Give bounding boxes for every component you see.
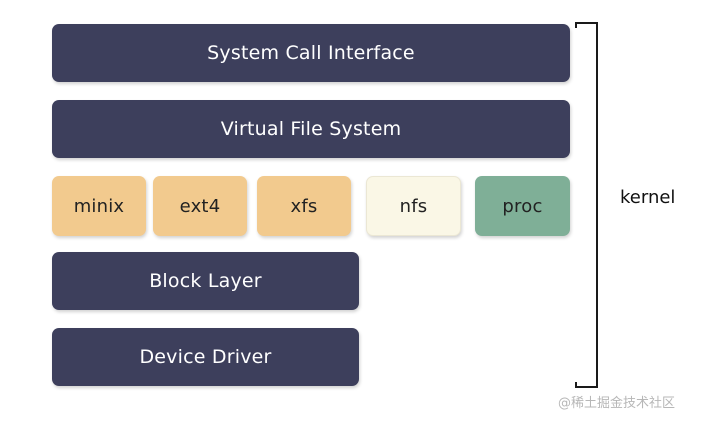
filesystem-label: xfs xyxy=(290,195,318,217)
filesystem-label: minix xyxy=(73,195,125,217)
virtual-file-system-layer: Virtual File System xyxy=(52,100,570,158)
filesystem-ext4: ext4 xyxy=(153,176,247,236)
kernel-bracket xyxy=(575,22,598,388)
filesystem-minix: minix xyxy=(52,176,146,236)
device-driver-layer: Device Driver xyxy=(52,328,359,386)
filesystem-label: proc xyxy=(502,195,543,217)
kernel-label: kernel xyxy=(620,187,676,208)
watermark: @稀土掘金技术社区 xyxy=(558,396,676,411)
filesystem-nfs: nfs xyxy=(366,176,461,236)
filesystem-label: nfs xyxy=(399,195,428,217)
filesystem-proc: proc xyxy=(475,176,570,236)
system-call-interface-layer: System Call Interface xyxy=(52,24,570,82)
block-layer-label: Block Layer xyxy=(149,270,262,292)
virtual-file-system-label: Virtual File System xyxy=(220,118,402,140)
filesystem-xfs: xfs xyxy=(257,176,351,236)
block-layer: Block Layer xyxy=(52,252,359,310)
system-call-interface-label: System Call Interface xyxy=(207,42,415,64)
filesystem-label: ext4 xyxy=(179,195,221,217)
device-driver-label: Device Driver xyxy=(139,346,272,368)
